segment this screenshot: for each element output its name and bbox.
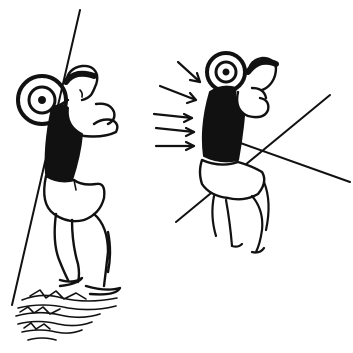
- arrow-4: [156, 128, 194, 136]
- arrow-5: [156, 142, 194, 150]
- force-arrows: [154, 62, 200, 150]
- arrow-1: [178, 62, 200, 82]
- arrow-3: [154, 114, 192, 122]
- right-barbell-plate: [207, 53, 245, 91]
- left-ground-shading: [16, 290, 117, 340]
- left-lifter-figure: [12, 10, 120, 340]
- right-head: [248, 58, 276, 90]
- left-legs: [55, 214, 120, 294]
- right-bar-path-line-diagonal: [176, 95, 330, 222]
- right-lifter-figure: [154, 53, 350, 253]
- left-head: [66, 66, 97, 100]
- left-torso-singlet: [46, 105, 82, 180]
- arrow-2: [160, 86, 196, 103]
